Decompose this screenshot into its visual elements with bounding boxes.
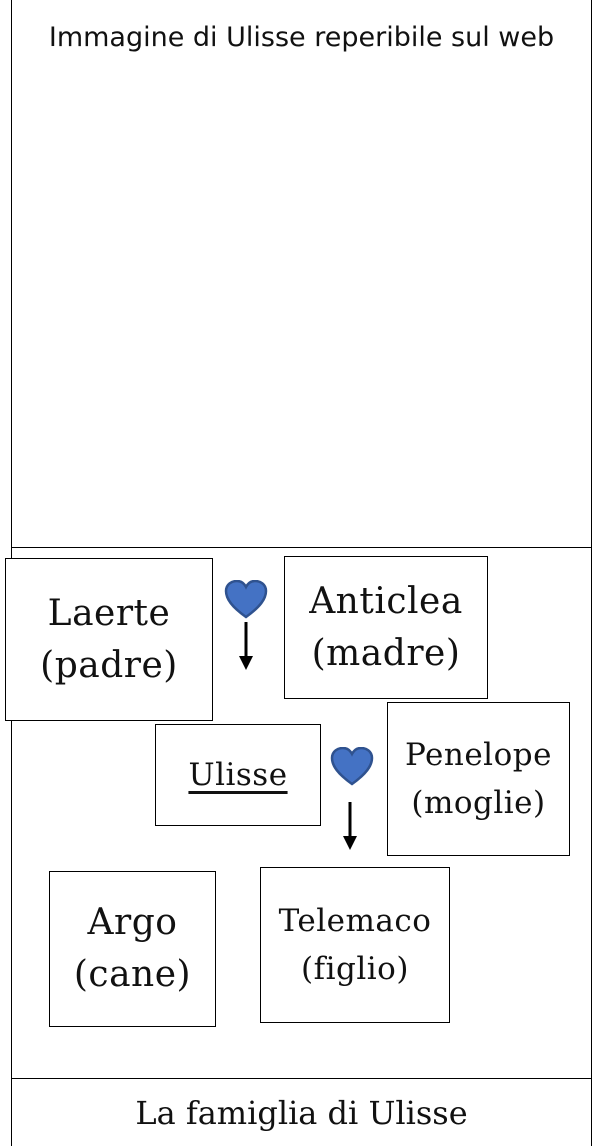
- ulisse-box: Ulisse: [155, 724, 321, 826]
- image-placeholder-text: Immagine di Ulisse reperibile sul web: [48, 22, 555, 53]
- arrow-down-icon: [343, 802, 357, 850]
- caption-text: La famiglia di Ulisse: [135, 1094, 468, 1132]
- arrow-down-icon: [239, 622, 253, 670]
- laerte-name: Laerte: [47, 592, 171, 634]
- telemaco-name: Telemaco: [278, 903, 432, 939]
- telemaco-role: (figlio): [301, 951, 409, 987]
- penelope-role: (moglie): [411, 785, 546, 821]
- penelope-box: Penelope (moglie): [387, 702, 570, 856]
- ulisse-name: Ulisse: [188, 757, 288, 793]
- argo-box: Argo (cane): [49, 871, 216, 1027]
- caption-cell: La famiglia di Ulisse: [11, 1078, 592, 1146]
- telemaco-box: Telemaco (figlio): [260, 867, 450, 1023]
- laerte-role: (padre): [40, 644, 178, 686]
- argo-role: (cane): [73, 954, 192, 995]
- image-placeholder-cell: Immagine di Ulisse reperibile sul web: [11, 0, 592, 549]
- penelope-name: Penelope: [405, 737, 552, 773]
- heart-icon: [330, 747, 374, 786]
- anticlea-box: Anticlea (madre): [284, 556, 488, 699]
- heart-icon: [224, 580, 268, 619]
- anticlea-name: Anticlea: [309, 580, 463, 622]
- anticlea-role: (madre): [311, 632, 461, 674]
- argo-name: Argo: [87, 902, 178, 943]
- laerte-box: Laerte (padre): [5, 558, 213, 721]
